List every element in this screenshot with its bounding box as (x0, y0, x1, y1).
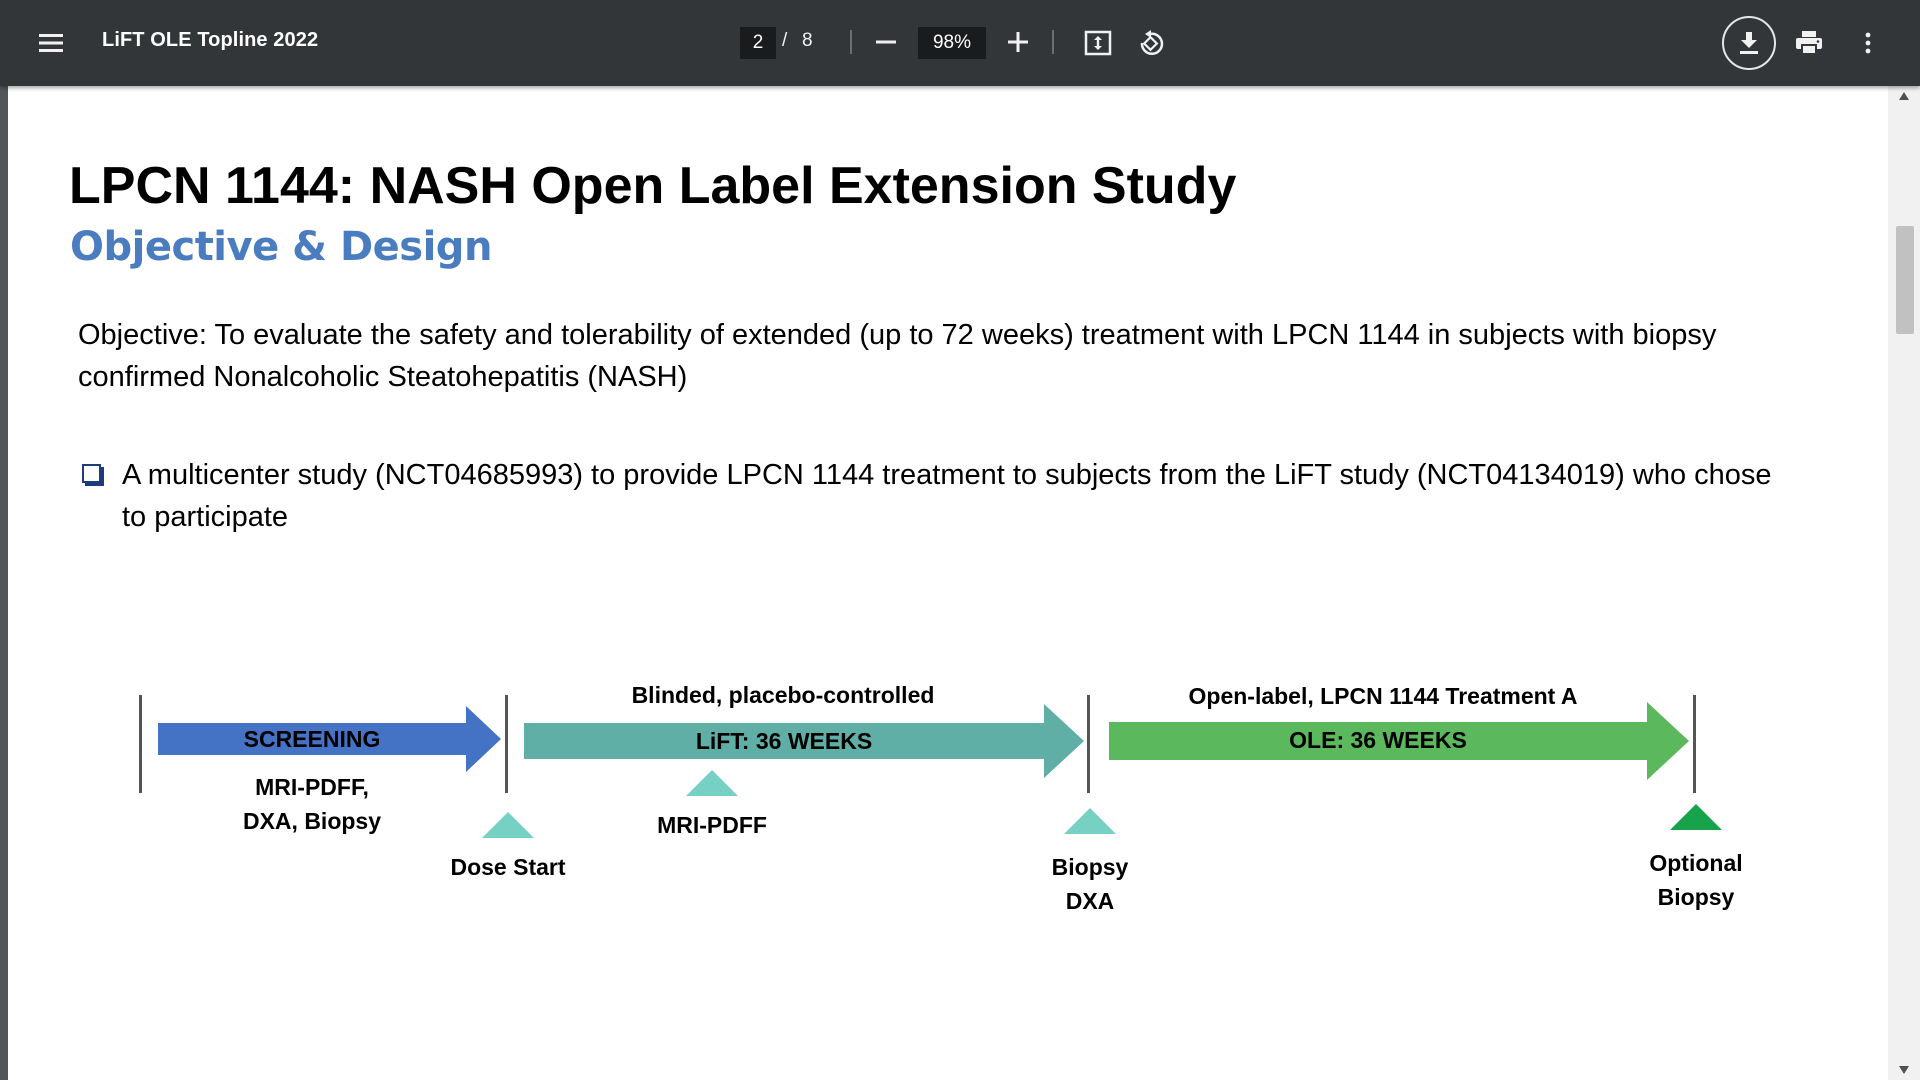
bullet-text: A multicenter study (NCT04685993) to pro… (122, 454, 1832, 538)
page-total: 8 (802, 30, 813, 51)
page-separator: / (782, 30, 788, 51)
plus-icon (1008, 32, 1028, 52)
optional-biopsy-label: Optional Biopsy (1596, 846, 1796, 914)
mri-pdff-marker (686, 770, 738, 796)
dose-start-marker (482, 812, 534, 838)
timeline-boundary-line (1087, 695, 1090, 793)
ole-phase-description: Open-label, LPCN 1144 Treatment A (1188, 683, 1578, 709)
dose-start-label: Dose Start (450, 854, 566, 880)
toolbar-divider (1052, 30, 1054, 54)
download-icon (1740, 32, 1758, 54)
download-button[interactable] (1722, 16, 1776, 70)
scrollbar-thumb[interactable] (1896, 226, 1914, 334)
screening-assessment-line: MRI-PDFF, (255, 774, 369, 800)
vertical-scrollbar[interactable] (1888, 86, 1920, 1080)
timeline-boundary-line (139, 695, 142, 793)
biopsy-dxa-label: Biopsy DXA (990, 850, 1190, 918)
milestone-label-line: DXA (1065, 888, 1115, 914)
ole-phase-arrow (1109, 702, 1689, 780)
bullet-line: to participate (122, 501, 289, 533)
minus-icon (876, 40, 896, 44)
ole-phase-label: OLE: 36 WEEKS (1289, 727, 1467, 753)
optional-biopsy-marker (1670, 804, 1722, 830)
pdf-toolbar: LiFT OLE Topline 2022 2 / 8 98% (0, 0, 1920, 86)
fit-page-icon (1084, 30, 1112, 56)
zoom-level-input[interactable]: 98% (918, 27, 986, 59)
zoom-in-button[interactable] (998, 22, 1038, 62)
menu-icon[interactable] (30, 22, 72, 64)
mri-pdff-label: MRI-PDFF (657, 812, 767, 838)
objective-line: Objective: To evaluate the safety and to… (78, 319, 1717, 351)
more-options-button[interactable] (1848, 22, 1888, 64)
screening-assessments-label: MRI-PDFF, DXA, Biopsy (158, 770, 466, 838)
scroll-down-arrow-icon[interactable] (1899, 1066, 1909, 1074)
milestone-label-line: Biopsy (1051, 854, 1129, 880)
milestone-label-line: Biopsy (1657, 884, 1735, 910)
zoom-out-button[interactable] (866, 22, 906, 62)
print-icon (1796, 31, 1822, 55)
print-button[interactable] (1787, 22, 1831, 64)
objective-line: confirmed Nonalcoholic Steatohepatitis (… (78, 361, 688, 393)
more-vert-icon (1865, 32, 1871, 54)
biopsy-dxa-marker (1064, 808, 1116, 834)
slide-title: LPCN 1144: NASH Open Label Extension Stu… (69, 157, 1237, 215)
screening-assessment-line: DXA, Biopsy (242, 808, 382, 834)
slide-subtitle: Objective & Design (70, 224, 492, 270)
rotate-icon (1140, 30, 1164, 56)
checkbox-bullet-icon (82, 464, 101, 483)
lift-phase-description: Blinded, placebo-controlled (631, 682, 935, 708)
milestone-label-line: Optional (1649, 850, 1743, 876)
pdf-page: LPCN 1144: NASH Open Label Extension Stu… (8, 86, 1888, 1080)
timeline-boundary-line (1693, 695, 1696, 793)
document-title: LiFT OLE Topline 2022 (102, 29, 319, 51)
screening-phase-label: SCREENING (243, 726, 381, 752)
bullet-line: A multicenter study (NCT04685993) to pro… (122, 459, 1772, 491)
timeline-boundary-line (505, 695, 508, 793)
fit-to-page-button[interactable] (1077, 22, 1119, 64)
study-design-diagram: SCREENING MRI-PDFF, DXA, Biopsy Blinded,… (8, 86, 1888, 1080)
page-number-input[interactable]: 2 (740, 27, 776, 59)
screening-phase-arrow (158, 706, 501, 772)
lift-phase-label: LiFT: 36 WEEKS (695, 728, 873, 754)
scroll-up-arrow-icon[interactable] (1899, 92, 1909, 100)
lift-phase-arrow (524, 704, 1084, 778)
toolbar-divider (850, 30, 852, 54)
rotate-button[interactable] (1130, 22, 1172, 64)
document-viewer[interactable]: LPCN 1144: NASH Open Label Extension Stu… (0, 86, 1920, 1080)
objective-text: Objective: To evaluate the safety and to… (78, 314, 1778, 398)
